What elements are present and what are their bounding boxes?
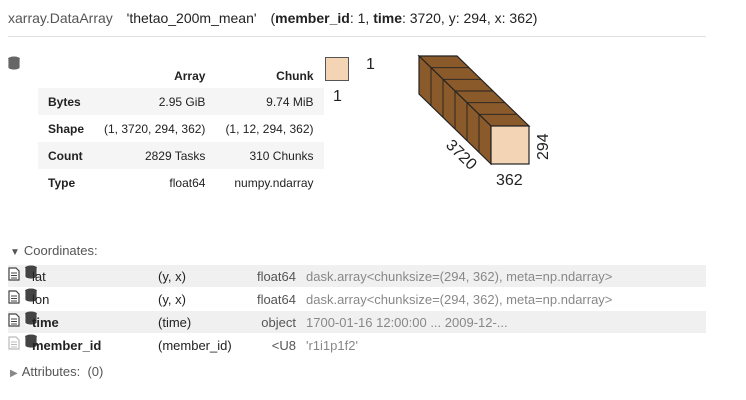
- array-value: 2829 Tasks: [144, 148, 206, 163]
- coord-name: time: [32, 315, 59, 330]
- dim-name: x: [494, 10, 502, 26]
- attributes-title: Attributes:: [21, 364, 81, 379]
- database-icon[interactable]: [24, 311, 38, 327]
- coordinate-row: member_id (member_id) <U8 'r1i1p1f2': [8, 334, 706, 356]
- attributes-count: (0): [87, 364, 104, 379]
- dims-summary: (member_id: 1, time: 3720, y: 294, x: 36…: [270, 10, 538, 26]
- table-row: Shape (1, 3720, 294, 362) (1, 12, 294, 3…: [38, 115, 324, 142]
- document-icon[interactable]: [8, 336, 20, 350]
- cube-label-width: 362: [496, 172, 523, 189]
- chevron-right-icon: ▶: [10, 368, 18, 379]
- coord-dims: (y, x): [158, 292, 186, 307]
- row-label: Type: [48, 175, 76, 190]
- cube-front-face: [490, 125, 530, 165]
- coordinate-row: lat (y, x) float64 dask.array<chunksize=…: [8, 265, 706, 287]
- row-label: Bytes: [48, 94, 81, 109]
- dim-name: member_id: [275, 10, 350, 26]
- coordinates-title: Coordinates:: [23, 243, 98, 258]
- header-divider: [8, 36, 706, 37]
- chevron-down-icon: ▼: [10, 247, 20, 258]
- square-size-top: 1: [366, 56, 375, 73]
- dataarray-header: xarray.DataArray 'thetao_200m_mean' (mem…: [8, 10, 537, 26]
- coord-dtype: float64: [256, 292, 296, 307]
- col-header-chunk: Chunk: [276, 69, 314, 83]
- coord-dtype: float64: [256, 269, 296, 284]
- chunk-square: [325, 57, 349, 81]
- coord-preview: 1700-01-16 12:00:00 ... 2009-12-...: [306, 315, 508, 330]
- coord-preview: dask.array<chunksize=(294, 362), meta=np…: [306, 269, 613, 284]
- chunk-table: Array Chunk Bytes 2.95 GiB 9.74 MiB Shap…: [38, 64, 324, 196]
- dim-size: 362: [509, 10, 533, 26]
- row-label: Shape: [48, 121, 85, 136]
- array-value: (1, 3720, 294, 362): [104, 121, 206, 136]
- coordinates-toggle[interactable]: ▼Coordinates:: [10, 243, 98, 258]
- coord-preview: 'r1i1p1f2': [306, 338, 358, 353]
- coord-name: lat: [32, 269, 46, 284]
- chunk-cube: 3720 294 362: [417, 54, 552, 189]
- square-size-left: 1: [333, 88, 342, 105]
- row-label: Count: [48, 148, 83, 163]
- attributes-toggle[interactable]: ▶Attributes: (0): [10, 364, 103, 379]
- dim-size: 1: [357, 10, 366, 26]
- document-icon[interactable]: [8, 313, 20, 327]
- coord-name: lon: [32, 292, 50, 307]
- dim-size: 294: [463, 10, 487, 26]
- table-row: Bytes 2.95 GiB 9.74 MiB: [38, 88, 324, 115]
- class-name: xarray.DataArray: [8, 10, 113, 26]
- dim-name: time: [373, 10, 402, 26]
- database-icon[interactable]: [24, 265, 38, 281]
- coord-dims: (y, x): [158, 269, 186, 284]
- database-icon[interactable]: [24, 334, 38, 350]
- dim-size: 3720: [409, 10, 441, 26]
- chunk-value: numpy.ndarray: [234, 175, 314, 190]
- chunk-value: (1, 12, 294, 362): [225, 121, 314, 136]
- chunk-value: 310 Chunks: [249, 148, 314, 163]
- col-header-array: Array: [174, 69, 206, 83]
- database-icon[interactable]: [7, 56, 21, 72]
- cube-label-height: 294: [535, 133, 552, 160]
- coordinate-row: time (time) object 1700-01-16 12:00:00 .…: [8, 311, 706, 333]
- table-row: Type float64 numpy.ndarray: [38, 169, 324, 196]
- variable-name: 'thetao_200m_mean': [126, 10, 257, 26]
- table-corner: [38, 64, 94, 88]
- coord-name: member_id: [32, 338, 102, 353]
- database-icon[interactable]: [24, 288, 38, 304]
- document-icon[interactable]: [8, 290, 20, 304]
- coordinate-row: lon (y, x) float64 dask.array<chunksize=…: [8, 288, 706, 310]
- coord-dtype: object: [261, 315, 296, 330]
- coord-dims: (time): [158, 315, 192, 330]
- array-value: float64: [169, 175, 206, 190]
- dim-name: y: [448, 10, 456, 26]
- coord-preview: dask.array<chunksize=(294, 362), meta=np…: [306, 292, 613, 307]
- coord-dims: (member_id): [158, 338, 232, 353]
- coord-dtype: <U8: [271, 338, 296, 353]
- array-value: 2.95 GiB: [158, 94, 206, 109]
- table-row: Count 2829 Tasks 310 Chunks: [38, 142, 324, 169]
- document-icon[interactable]: [8, 267, 20, 281]
- chunk-value: 9.74 MiB: [266, 94, 314, 109]
